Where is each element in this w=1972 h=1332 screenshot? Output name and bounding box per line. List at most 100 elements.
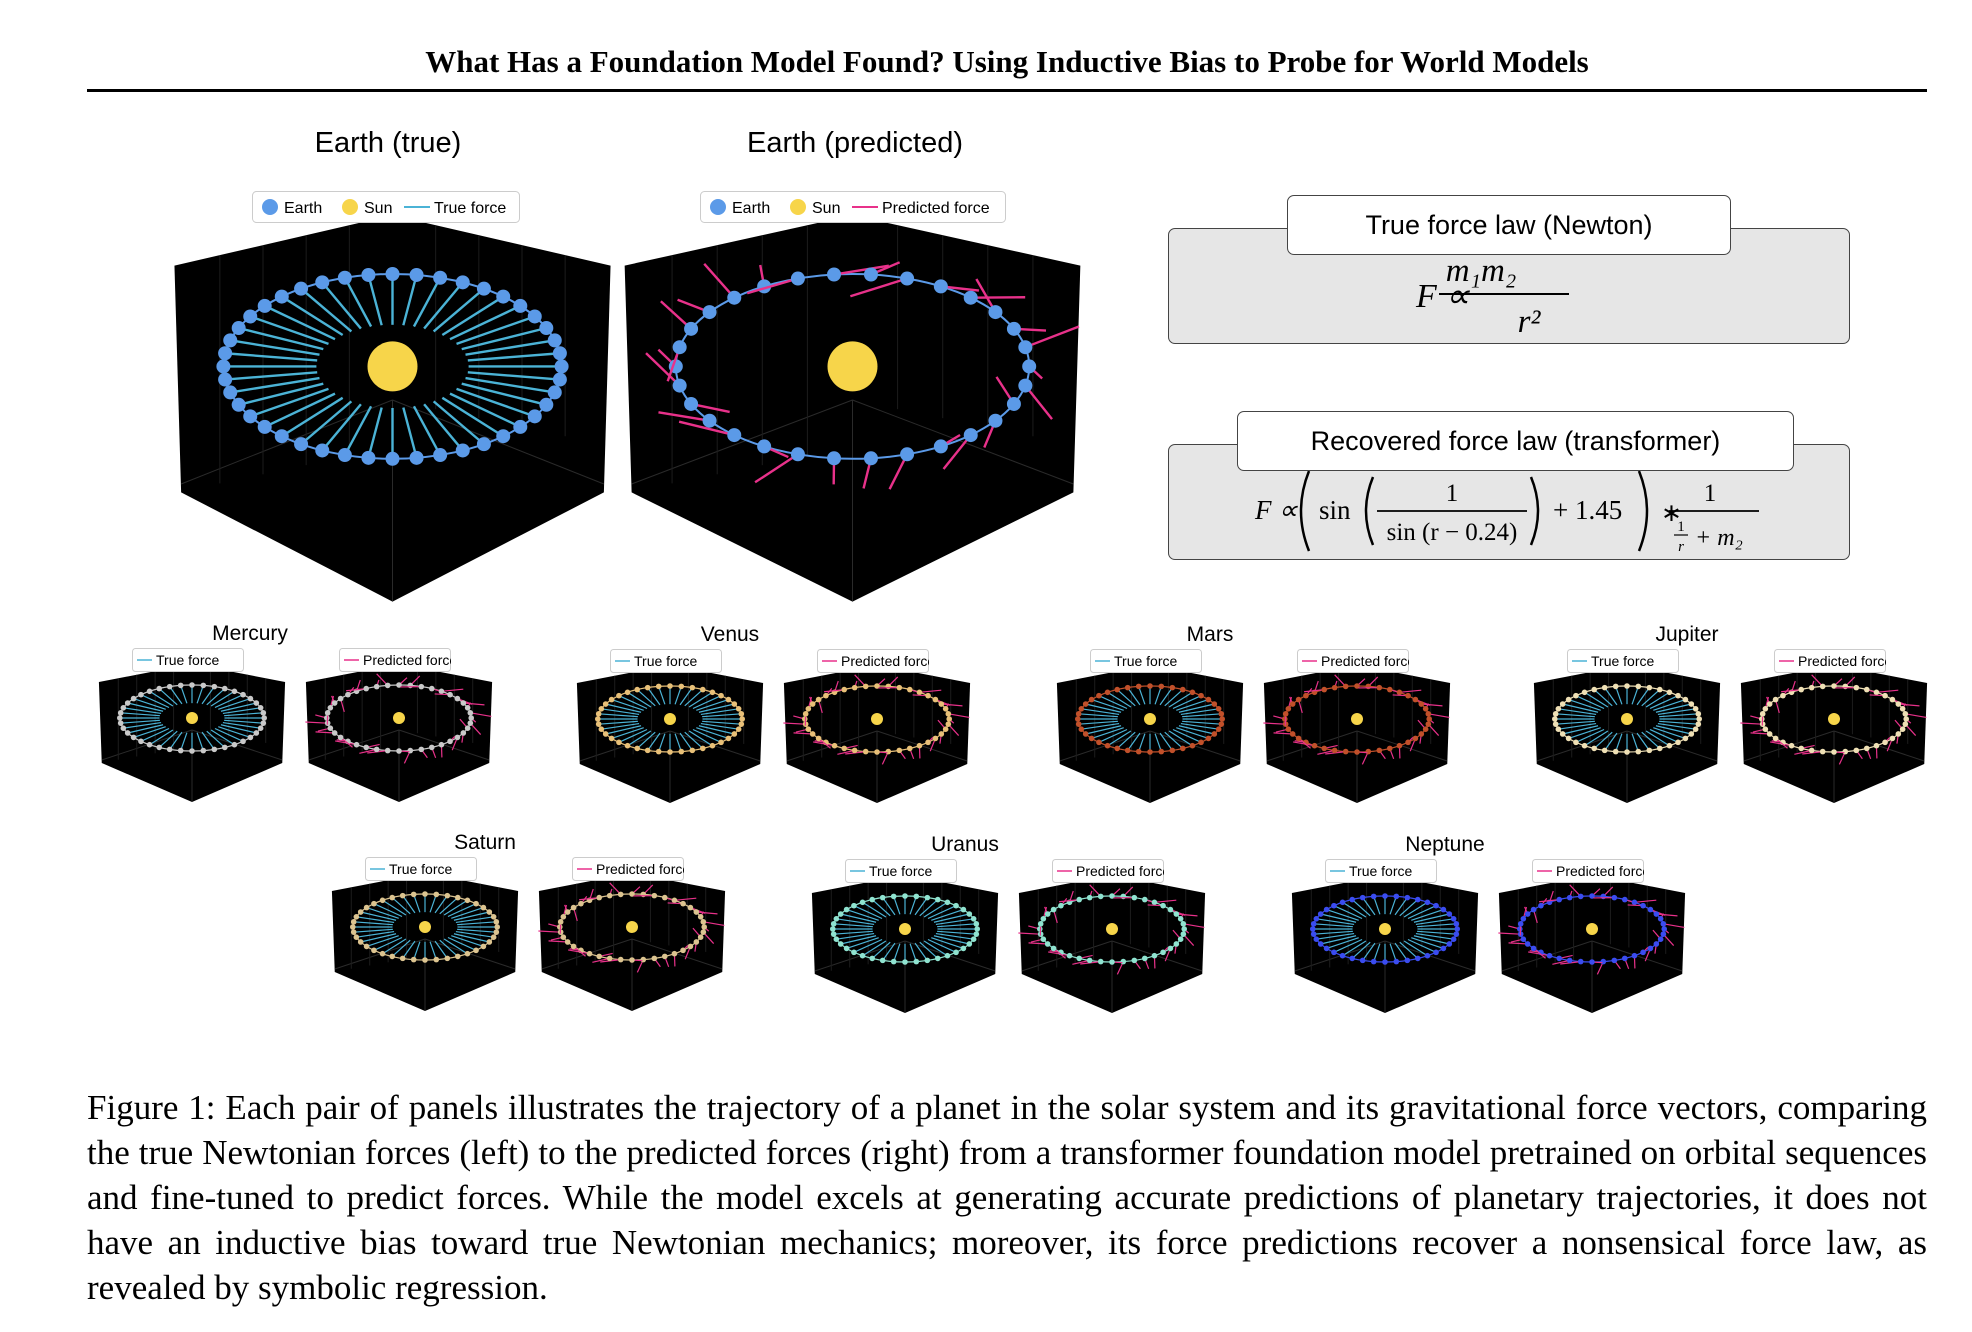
planet-marker [624, 689, 631, 696]
planet-marker [701, 924, 707, 930]
planet-marker [1666, 689, 1673, 696]
force-arrow [636, 731, 656, 749]
force-arrow [300, 400, 353, 446]
planet-marker [1147, 749, 1153, 755]
sun-marker [827, 341, 878, 392]
sun-marker [1828, 713, 1840, 725]
planet-true-panel [331, 873, 519, 1011]
planet-marker [1082, 731, 1089, 737]
planet-marker [1082, 701, 1089, 707]
planet-marker [608, 735, 615, 742]
planet-marker [1181, 926, 1187, 932]
force-arrow [423, 281, 464, 330]
planet-marker [1589, 959, 1595, 965]
force-arrow [793, 732, 813, 735]
force-arrow [1168, 730, 1193, 747]
force-arrow [1326, 937, 1359, 949]
force-arrow [1399, 941, 1419, 959]
planet-pred-panel [1018, 875, 1206, 1013]
force-arrow [196, 685, 204, 704]
force-arrow [931, 909, 964, 921]
force-arrow [1641, 689, 1661, 707]
force-arrow [412, 405, 442, 456]
planet-marker [1167, 945, 1174, 952]
force-arrow [601, 722, 640, 730]
planet-marker [598, 706, 605, 712]
force-arrow [1176, 727, 1209, 739]
force-arrow [914, 942, 928, 961]
planet-marker [399, 892, 406, 899]
force-arrow [423, 403, 464, 452]
planet-marker [385, 451, 400, 466]
force-arrow [281, 295, 344, 336]
sun-marker [899, 923, 911, 935]
planet-marker [932, 735, 939, 742]
force-arrow [373, 903, 403, 918]
force-arrow [360, 911, 397, 921]
planet-marker [900, 447, 915, 462]
planet-marker [138, 738, 144, 745]
planet-marker [1895, 731, 1902, 737]
planet-marker [468, 715, 474, 721]
planet-marker [1517, 926, 1523, 932]
force-arrow [923, 901, 948, 918]
force-arrow [935, 932, 974, 940]
planet-marker [557, 924, 563, 930]
planet-marker [1382, 959, 1388, 965]
force-arrow [1562, 725, 1599, 735]
planet-marker [1520, 936, 1527, 942]
planet-marker [616, 739, 622, 746]
legend-label: True force [156, 652, 219, 668]
planet-marker [337, 695, 344, 702]
force-arrow [1421, 703, 1443, 707]
planet-marker [1342, 683, 1349, 690]
planet-marker [1425, 711, 1432, 717]
planet-marker [407, 747, 414, 754]
force-arrow [1394, 942, 1408, 961]
force-arrow [149, 690, 174, 707]
planet-marker [689, 684, 696, 691]
force-arrow [893, 943, 901, 962]
sun-legend-marker [790, 199, 806, 215]
planet-marker [1647, 906, 1654, 913]
planet-marker [120, 725, 127, 731]
planet-marker [327, 705, 334, 711]
force-arrow [432, 287, 485, 333]
earth-legend-marker [262, 199, 278, 215]
planet-marker [702, 413, 717, 428]
planet-marker [539, 321, 554, 336]
planet-marker [1611, 957, 1618, 964]
rec-law-times: ∗ [1661, 500, 1682, 527]
planet-marker [324, 710, 331, 716]
planet-marker [1656, 745, 1663, 752]
legend-label: Predicted force [1798, 653, 1886, 669]
planet-marker [547, 385, 562, 400]
force-arrow [1178, 725, 1215, 735]
force-arrow [140, 694, 170, 709]
force-arrow [1351, 899, 1371, 917]
planet-marker [1198, 739, 1204, 746]
planet-marker [606, 955, 613, 962]
planet-marker [1282, 716, 1288, 722]
planet-marker [1418, 701, 1425, 707]
planet-marker [1124, 747, 1131, 754]
planet-marker [1422, 706, 1429, 712]
force-arrow [402, 940, 416, 959]
force-arrow [1081, 722, 1120, 730]
pred-force-legend: Predicted force [1297, 649, 1409, 673]
force-arrow [1333, 938, 1363, 953]
planet-marker [570, 904, 577, 911]
planet-marker [331, 700, 338, 706]
planet-marker [841, 745, 848, 752]
planet-marker [1211, 701, 1218, 707]
planet-marker [433, 270, 448, 285]
planet-true-panel [576, 665, 764, 803]
true-law-formula: F ∝ m₁m₂ r² [1415, 253, 1569, 340]
planet-marker [564, 939, 571, 945]
force-arrow [123, 707, 162, 715]
force-arrow [249, 315, 329, 346]
planet-marker [428, 685, 435, 692]
force-arrow [441, 688, 464, 692]
force-arrow [1655, 725, 1692, 735]
planet-marker [1530, 906, 1537, 913]
